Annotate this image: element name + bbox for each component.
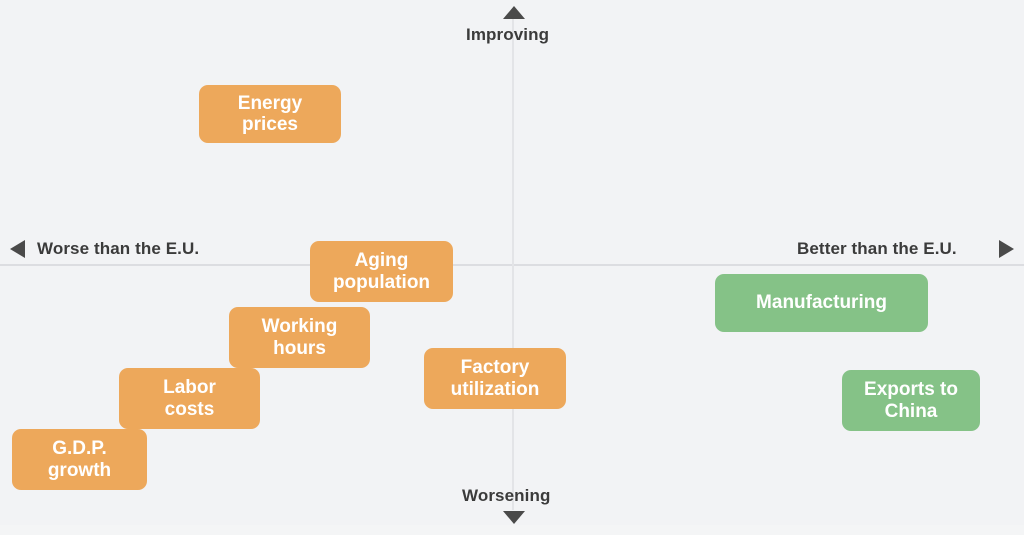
axis-label-worse-than-eu: Worse than the E.U.	[37, 239, 200, 258]
data-point-label: Manufacturing	[715, 274, 928, 332]
data-point-label: G.D.P.growth	[12, 429, 147, 490]
data-point-label-line1: Exports to	[864, 379, 958, 401]
data-point-label-line2: costs	[164, 398, 215, 420]
data-point-label-line1: Manufacturing	[756, 292, 887, 314]
data-point-label-line2: utilization	[450, 378, 540, 400]
data-point-label-line2: prices	[242, 114, 298, 135]
data-point-label-line1: Labor	[163, 377, 216, 399]
data-point-label-line2: hours	[273, 337, 326, 359]
vertical-axis-line	[512, 18, 514, 510]
arrow-right-icon	[999, 240, 1014, 258]
data-point-label-line1: Working	[261, 316, 338, 338]
data-point-label-line2: growth	[47, 459, 112, 481]
data-point-label-line2: population	[332, 271, 431, 293]
axis-label-better-than-eu: Better than the E.U.	[797, 239, 957, 258]
axis-label-improving: Improving	[466, 25, 550, 44]
data-point-label-line1: Energy	[237, 92, 303, 114]
data-point-label-line1: Aging	[354, 250, 409, 272]
data-point-label-line2: China	[884, 400, 938, 422]
arrow-left-icon	[10, 240, 25, 258]
bottom-band	[0, 525, 1024, 535]
arrow-down-icon	[503, 511, 525, 524]
data-point-label-line1: Factory	[460, 357, 530, 379]
axis-label-worsening: Worsening	[462, 486, 551, 505]
arrow-up-icon	[503, 6, 525, 19]
data-point-label-line1: G.D.P.	[52, 438, 107, 460]
